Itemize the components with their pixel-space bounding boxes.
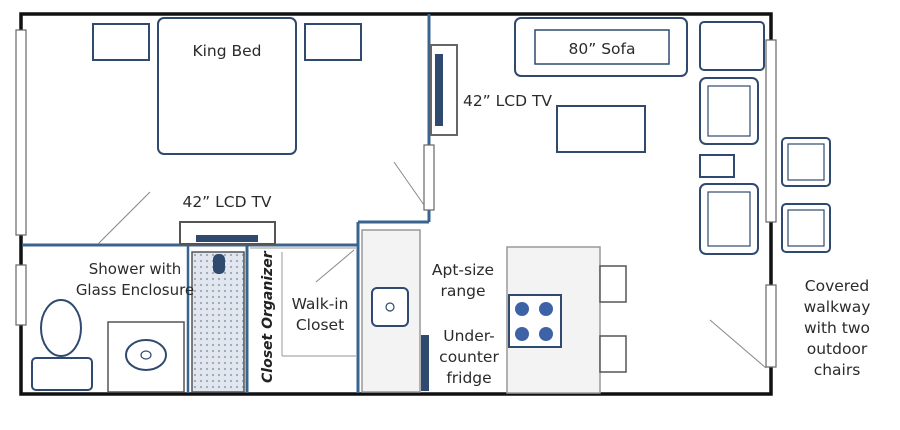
armchair-mid-seat — [707, 85, 751, 137]
walkway-label: Covered walkway with two outdoor chairs — [803, 277, 871, 379]
living-tv-stand — [430, 44, 458, 136]
burner-3 — [515, 327, 529, 341]
living-tv-label: 42” LCD TV — [462, 92, 553, 110]
closet-fixtures — [250, 247, 356, 357]
windows — [15, 29, 777, 368]
king-bed — [157, 17, 297, 155]
closet-organizer-label: Closet Organizer — [260, 251, 276, 383]
shower-head — [213, 254, 225, 274]
toilet-tank — [31, 357, 93, 391]
side-table — [699, 154, 735, 178]
shower-label: Shower with Glass Enclosure — [75, 260, 195, 299]
outdoor-chairs — [781, 137, 831, 253]
sofa-label: 80” Sofa — [568, 40, 636, 58]
bathroom-fixtures — [31, 251, 245, 393]
bedroom-tv-label: 42” LCD TV — [182, 193, 272, 211]
burner-4 — [539, 327, 553, 341]
kitchen-sink-drain — [385, 302, 395, 312]
sink-drain — [140, 350, 152, 360]
fridge-door — [421, 335, 429, 391]
coffee-table — [556, 105, 646, 153]
kitchen-fixtures — [361, 229, 627, 394]
nightstand-left — [92, 23, 150, 61]
walk-in-closet-label: Walk-in Closet — [291, 295, 349, 334]
armchair-top — [699, 21, 765, 71]
range — [508, 294, 562, 348]
door-swings — [97, 161, 767, 369]
sofa-seat — [534, 29, 670, 65]
bedroom-furniture — [92, 17, 362, 245]
king-bed-label: King Bed — [192, 42, 262, 60]
bar-stool-2 — [599, 335, 627, 373]
living-furniture — [430, 17, 765, 255]
nightstand-right — [304, 23, 362, 61]
bedroom-tv-screen — [196, 235, 258, 242]
living-tv-screen — [435, 54, 443, 126]
armchair-low-seat — [707, 191, 751, 247]
shower-enclosure — [191, 251, 245, 393]
range-label: Apt-size range — [431, 261, 495, 300]
toilet-bowl — [40, 299, 82, 357]
bar-stool-1 — [599, 265, 627, 303]
burner-2 — [539, 302, 553, 316]
fridge-label: Under- counter fridge — [439, 327, 499, 387]
burner-1 — [515, 302, 529, 316]
